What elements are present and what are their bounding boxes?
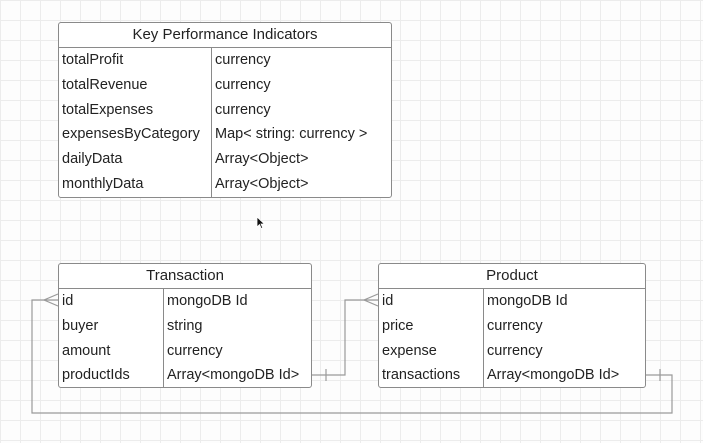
- field-type: currency: [215, 52, 271, 68]
- field-type: Array<mongoDB Id>: [167, 367, 300, 384]
- product-row-transactions[interactable]: transactions Array<mongoDB Id>: [379, 363, 645, 388]
- transaction-entity[interactable]: Transaction id mongoDB Id buyer string a…: [58, 263, 312, 389]
- field-name: totalRevenue: [62, 76, 148, 93]
- kpi-entity-title: Key Performance Indicators: [59, 23, 391, 48]
- transaction-row-amount[interactable]: amount currency: [59, 339, 311, 364]
- field-name: price: [382, 317, 414, 334]
- kpi-entity[interactable]: Key Performance Indicators totalProfit c…: [58, 22, 392, 198]
- field-type: Array<mongoDB Id>: [487, 367, 620, 384]
- field-name: expense: [382, 342, 437, 359]
- field-type: mongoDB Id: [487, 293, 568, 309]
- field-name: totalExpenses: [62, 101, 154, 118]
- product-row-expense[interactable]: expense currency: [379, 339, 645, 364]
- transaction-column-divider: [163, 289, 164, 389]
- kpi-row-total-revenue[interactable]: totalRevenue currency: [59, 73, 391, 98]
- kpi-row-daily-data[interactable]: dailyData Array<Object>: [59, 147, 391, 172]
- field-name: transactions: [382, 367, 461, 384]
- field-name: amount: [62, 342, 111, 359]
- kpi-entity-body: totalProfit currency totalRevenue curren…: [59, 48, 391, 197]
- product-entity-body: id mongoDB Id price currency expense cur…: [379, 289, 645, 389]
- field-name: totalProfit: [62, 52, 124, 68]
- field-type: currency: [167, 342, 223, 359]
- field-name: expensesByCategory: [62, 126, 200, 143]
- crows-foot-many-marker: [362, 293, 379, 307]
- field-name: dailyData: [62, 151, 123, 168]
- transaction-row-buyer[interactable]: buyer string: [59, 314, 311, 339]
- product-entity[interactable]: Product id mongoDB Id price currency exp…: [378, 263, 646, 389]
- field-type: Array<Object>: [215, 151, 309, 168]
- product-row-price[interactable]: price currency: [379, 314, 645, 339]
- field-name: monthlyData: [62, 175, 144, 192]
- kpi-row-monthly-data[interactable]: monthlyData Array<Object>: [59, 172, 391, 197]
- product-column-divider: [483, 289, 484, 389]
- mouse-pointer-icon: [256, 216, 266, 230]
- kpi-row-total-profit[interactable]: totalProfit currency: [59, 48, 391, 73]
- field-type: mongoDB Id: [167, 293, 248, 309]
- field-type: currency: [487, 342, 543, 359]
- field-name: buyer: [62, 317, 99, 334]
- crows-foot-many-marker: [42, 293, 59, 307]
- field-name: id: [62, 293, 74, 309]
- relationship-productids-to-product-id[interactable]: [312, 299, 378, 376]
- kpi-column-divider: [211, 48, 212, 197]
- field-type: Array<Object>: [215, 175, 309, 192]
- kpi-row-expenses-by-category[interactable]: expensesByCategory Map< string: currency…: [59, 122, 391, 147]
- transaction-row-product-ids[interactable]: productIds Array<mongoDB Id>: [59, 363, 311, 388]
- relationship-transactions-to-transaction-id[interactable]: [31, 299, 673, 414]
- field-type: currency: [215, 101, 271, 118]
- field-type: currency: [487, 317, 543, 334]
- product-entity-title: Product: [379, 264, 645, 289]
- product-row-id[interactable]: id mongoDB Id: [379, 289, 645, 314]
- transaction-entity-body: id mongoDB Id buyer string amount curren…: [59, 289, 311, 389]
- field-type: string: [167, 317, 203, 334]
- transaction-entity-title: Transaction: [59, 264, 311, 289]
- kpi-row-total-expenses[interactable]: totalExpenses currency: [59, 98, 391, 123]
- transaction-row-id[interactable]: id mongoDB Id: [59, 289, 311, 314]
- field-type: Map< string: currency >: [215, 126, 368, 143]
- field-name: productIds: [62, 367, 130, 384]
- field-type: currency: [215, 76, 271, 93]
- field-name: id: [382, 293, 394, 309]
